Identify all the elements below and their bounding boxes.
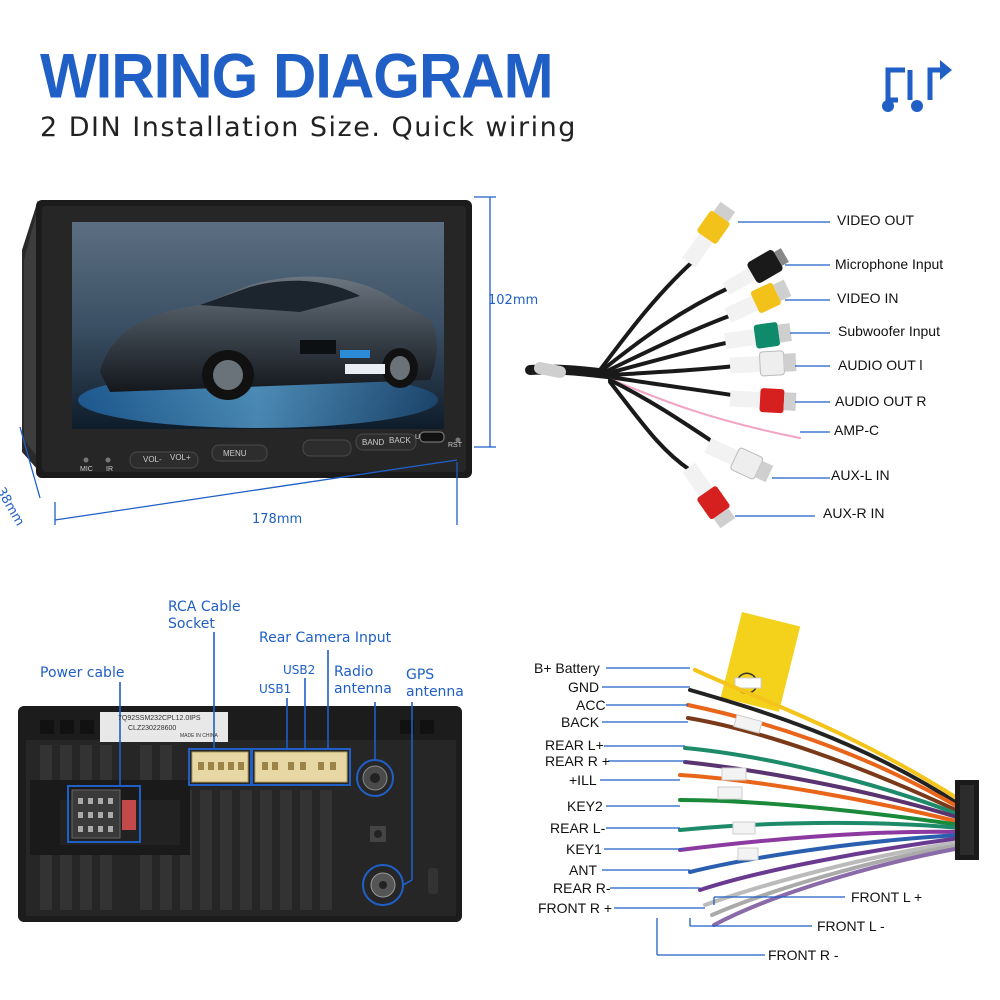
band-label: BAND [362, 438, 385, 447]
rear-sticker-line1: 7Q92SSM232CPL12.0IPS [118, 715, 201, 722]
rear-sticker-line2: CLZ230228600 [128, 725, 177, 732]
power-cable-label: Power cable [40, 665, 125, 681]
harness-label-rear-l-plus: REAR L+ [545, 737, 604, 753]
rca-socket-label-line1: RCA Cable [168, 599, 241, 615]
radio-antenna-label-line2: antenna [334, 681, 392, 697]
rear-sticker-line3: MADE IN CHINA [180, 733, 218, 739]
rca-label-audio-out-l: AUDIO OUT l [838, 357, 923, 373]
gps-antenna-label-line1: GPS [406, 667, 435, 683]
menu-label: MENU [223, 449, 247, 458]
radio-antenna-label: Radio antenna [334, 664, 392, 698]
harness-label-back: BACK [561, 714, 600, 730]
harness-label-ill: +ILL [569, 772, 597, 788]
dimension-width: 178mm [252, 512, 303, 527]
dimension-height: 102mm [488, 293, 539, 308]
vol-plus-label: VOL+ [170, 453, 191, 462]
rca-label-video-out: VIDEO OUT [837, 212, 915, 228]
harness-label-key1: KEY1 [566, 841, 602, 857]
harness-label-ant: ANT [569, 862, 597, 878]
usb1-label: USB1 [259, 682, 292, 696]
rca-socket-label: RCA Cable Socket [168, 599, 241, 633]
rca-label-aux-r-in: AUX-R IN [823, 505, 885, 521]
rca-label-microphone-input: Microphone Input [835, 256, 944, 272]
harness-label-b-plus-battery: B+ Battery [534, 660, 600, 676]
gps-antenna-label: GPS antenna [406, 667, 464, 701]
harness-label-front-r-plus: FRONT R + [538, 900, 613, 916]
ir-label: IR [106, 466, 113, 473]
rca-label-subwoofer-input: Subwoofer Input [838, 323, 940, 339]
usb2-label: USB2 [283, 663, 316, 677]
rca-label-audio-out-r: AUDIO OUT R [835, 393, 927, 409]
rca-label-aux-l-in: AUX-L IN [831, 467, 890, 483]
mic-label: MIC [80, 466, 93, 473]
gps-antenna-label-line2: antenna [406, 684, 464, 700]
radio-antenna-label-line1: Radio [334, 664, 374, 680]
back-label: BACK [389, 436, 411, 445]
page-subtitle: 2 DIN Installation Size. Quick wiring [40, 112, 577, 143]
rca-label-amp-c: AMP-C [834, 422, 880, 438]
vol-minus-label: VOL- [143, 455, 162, 464]
page-title: WIRING DIAGRAM [40, 41, 554, 112]
harness-label-acc: ACC [576, 697, 606, 713]
harness-label-rear-l-minus: REAR L- [550, 820, 606, 836]
rca-label-video-in: VIDEO IN [837, 290, 899, 306]
harness-label-gnd: GND [568, 679, 600, 695]
harness-label-front-r-minus: FRONT R - [768, 947, 839, 963]
harness-label-front-l-plus: FRONT L + [851, 889, 923, 905]
rear-camera-label: Rear Camera Input [259, 630, 392, 646]
harness-label-rear-r-minus: REAR R- [553, 880, 611, 896]
rst-label: RST [448, 442, 462, 449]
harness-label-key2: KEY2 [567, 798, 603, 814]
usb-label: U [415, 434, 421, 441]
rca-socket-label-line2: Socket [168, 616, 215, 632]
harness-label-rear-r-plus: REAR R + [545, 753, 610, 769]
harness-label-front-l-minus: FRONT L - [817, 918, 885, 934]
